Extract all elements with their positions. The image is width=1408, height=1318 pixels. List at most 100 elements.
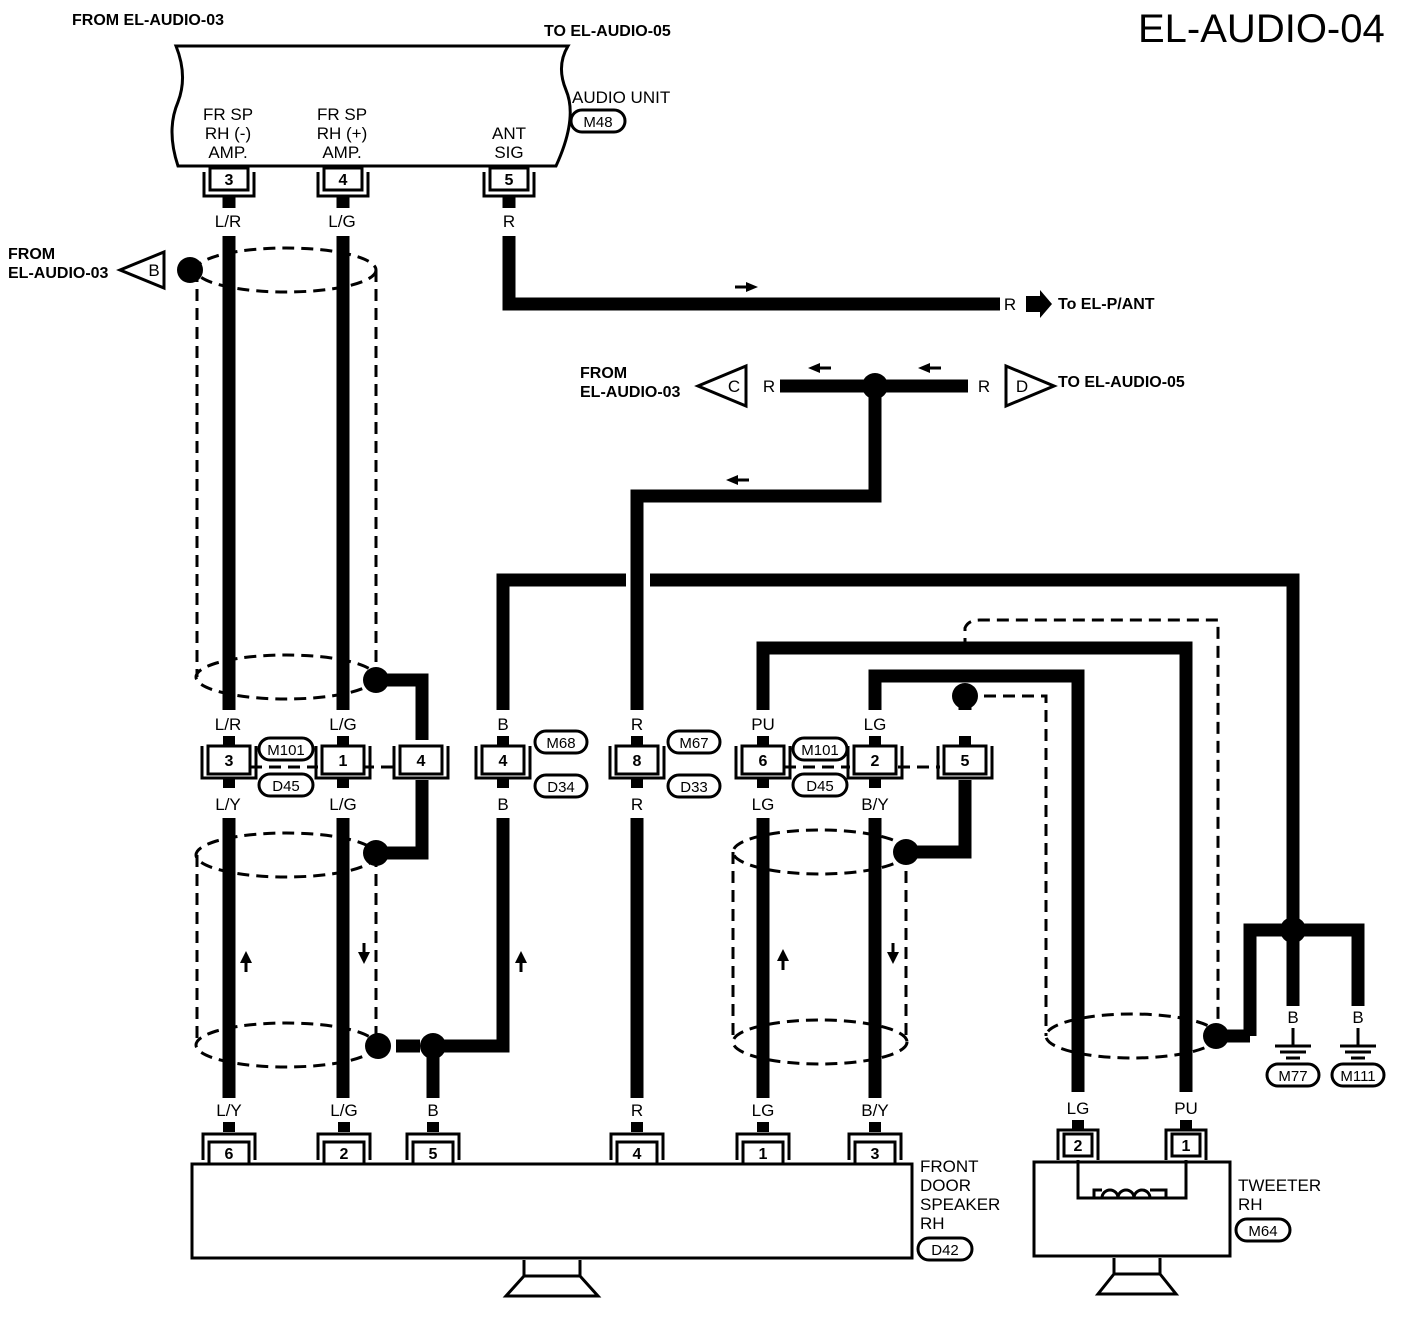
- connector-label: M67: [679, 735, 708, 752]
- pin-number: 4: [633, 1146, 642, 1163]
- wire-color: R: [1004, 295, 1016, 314]
- wire-color: L/R: [215, 715, 241, 734]
- grounds: B B M77 M111: [1265, 1008, 1386, 1088]
- connector-label: D34: [547, 779, 575, 796]
- pin-number: 5: [505, 172, 514, 189]
- pin-number: 2: [871, 753, 880, 770]
- pin-number: 4: [339, 172, 348, 189]
- component-name: TWEETER: [1238, 1176, 1321, 1195]
- wire-color: LG: [1067, 1099, 1090, 1118]
- terminal-label: FR SP: [203, 105, 253, 124]
- wire-color: B: [1287, 1008, 1298, 1027]
- component-name: RH: [1238, 1195, 1263, 1214]
- connector-bubble: [569, 108, 627, 134]
- pin-number: 5: [961, 753, 970, 770]
- wire-color: PU: [751, 715, 775, 734]
- connector-label: M101: [267, 742, 305, 759]
- terminal-label: AMP.: [208, 143, 247, 162]
- wire-color: L/G: [328, 212, 355, 231]
- connector-label: M77: [1278, 1068, 1307, 1085]
- wire-color: L/G: [329, 715, 356, 734]
- wire-color: PU: [1174, 1099, 1198, 1118]
- ref-text: FROM: [580, 365, 627, 382]
- wire-color: B/Y: [861, 795, 888, 814]
- audio-unit-name: AUDIO UNIT: [572, 88, 670, 107]
- connector-label: D45: [806, 778, 834, 795]
- ref-letter: B: [148, 261, 159, 280]
- audio-unit: AUDIO UNIT M48 FR SP RH (-) AMP. FR SP R…: [170, 44, 670, 168]
- pin-number: 1: [759, 1146, 768, 1163]
- wire-color: R: [631, 715, 643, 734]
- ref-text: FROM: [8, 246, 55, 263]
- wire-color: B: [497, 795, 508, 814]
- terminal-label: AMP.: [322, 143, 361, 162]
- wire-color: R: [763, 377, 775, 396]
- pin-number: 1: [1182, 1138, 1191, 1155]
- wire-color: B/Y: [861, 1101, 888, 1120]
- connector-label: D33: [680, 779, 708, 796]
- pin-number: 6: [759, 753, 768, 770]
- wire-color: L/G: [329, 795, 356, 814]
- wire-color: R: [503, 212, 515, 231]
- front-door-speaker: L/Y L/G B R LG B/Y 6 2 5 4 1 3 FRONT DO: [190, 1101, 1000, 1298]
- wire-color: LG: [752, 1101, 775, 1120]
- pin-number: 6: [225, 1146, 234, 1163]
- connector-label: M68: [546, 735, 575, 752]
- wire-color: L/G: [330, 1101, 357, 1120]
- pin-number: 2: [340, 1146, 349, 1163]
- ref-text: TO EL-AUDIO-05: [1058, 374, 1185, 391]
- coil-icon: [1092, 1188, 1168, 1199]
- wire-color: B: [427, 1101, 438, 1120]
- pin-number: 3: [225, 172, 234, 189]
- connector-label: M48: [583, 114, 612, 131]
- pin-number: 8: [633, 753, 642, 770]
- wire-color: LG: [864, 715, 887, 734]
- wire-color: B: [497, 715, 508, 734]
- ref-b: B FROM EL-AUDIO-03: [8, 246, 166, 291]
- splice-points: [177, 257, 1306, 1059]
- connector-label: D45: [272, 778, 300, 795]
- wire-color: R: [631, 1101, 643, 1120]
- wire-color: L/Y: [216, 1101, 242, 1120]
- pin-number: 1: [339, 753, 348, 770]
- pin-number: 3: [871, 1146, 880, 1163]
- ref-letter: D: [1016, 377, 1028, 396]
- ref-text: To EL-P/ANT: [1058, 296, 1155, 313]
- ref-text: EL-AUDIO-03: [580, 384, 681, 401]
- junction-left: L/R L/G B R 3 1 4 4 8 L/Y L/G B R M101: [200, 715, 722, 814]
- terminal-label: RH (-): [205, 124, 251, 143]
- wire-color: L/R: [215, 212, 241, 231]
- connector-label: M101: [801, 742, 839, 759]
- from-ref-header: FROM EL-AUDIO-03: [72, 12, 224, 29]
- page-title: EL-AUDIO-04: [1138, 7, 1385, 51]
- wire-color: R: [631, 795, 643, 814]
- wire-color: R: [978, 377, 990, 396]
- terminal-label: SIG: [494, 143, 523, 162]
- wire-color: B: [1352, 1008, 1363, 1027]
- ref-pant: R To EL-P/ANT: [1004, 290, 1155, 318]
- ref-c: C R FROM EL-AUDIO-03: [580, 363, 775, 409]
- connector-label: D42: [931, 1242, 959, 1259]
- component-name: SPEAKER: [920, 1195, 1000, 1214]
- component-name: DOOR: [920, 1176, 971, 1195]
- pin-number: 5: [429, 1146, 438, 1163]
- wire-color: L/Y: [215, 795, 241, 814]
- ref-letter: C: [728, 377, 740, 396]
- component-name: FRONT: [920, 1157, 979, 1176]
- connector-label: M64: [1248, 1223, 1277, 1240]
- junction-right: PU LG 6 2 5 LG B/Y M101 D45: [734, 715, 994, 814]
- terminal-label: RH (+): [317, 124, 368, 143]
- connector-label: M111: [1340, 1068, 1375, 1085]
- pin-number: 4: [499, 753, 508, 770]
- to-ref-header: TO EL-AUDIO-05: [544, 23, 671, 40]
- terminal-label: ANT: [492, 124, 526, 143]
- component-name: RH: [920, 1214, 945, 1233]
- pin-number: 2: [1074, 1138, 1083, 1155]
- ref-d: D R TO EL-AUDIO-05: [978, 363, 1185, 409]
- wire-color: LG: [752, 795, 775, 814]
- wires: [222, 196, 1365, 1098]
- tweeter: LG PU 2 1 TWEETER RH M64: [1032, 1099, 1321, 1296]
- pin-number: 3: [225, 753, 234, 770]
- audio-unit-pins: 3 4 5: [202, 166, 536, 198]
